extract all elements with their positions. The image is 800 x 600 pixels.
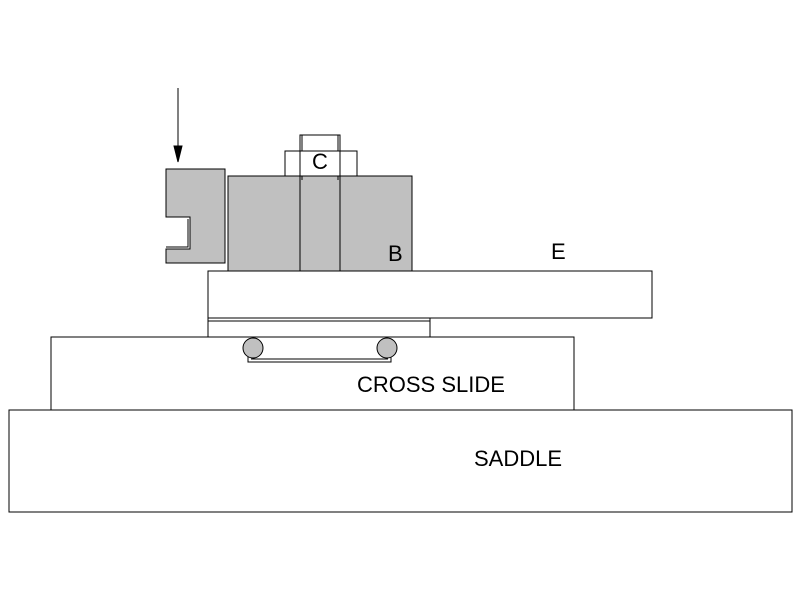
cross-slide-block [50, 336, 575, 411]
label-c: C [312, 149, 328, 174]
top-plate-e [207, 270, 653, 319]
clamp-head-c [284, 150, 358, 177]
force-arrow-head [173, 145, 183, 163]
label-b: B [388, 241, 403, 266]
saddle-block [8, 409, 793, 513]
clamp-post [299, 134, 341, 272]
tool-holder [165, 168, 226, 264]
label-cross-slide: CROSS SLIDE [357, 372, 505, 397]
bearing-ball-right [376, 337, 398, 359]
label-saddle: SADDLE [474, 446, 562, 471]
label-e: E [551, 239, 566, 264]
bearing-ball-left [242, 337, 264, 359]
tool-block-b [227, 175, 413, 272]
tool-holder-slot-edge [166, 219, 189, 248]
